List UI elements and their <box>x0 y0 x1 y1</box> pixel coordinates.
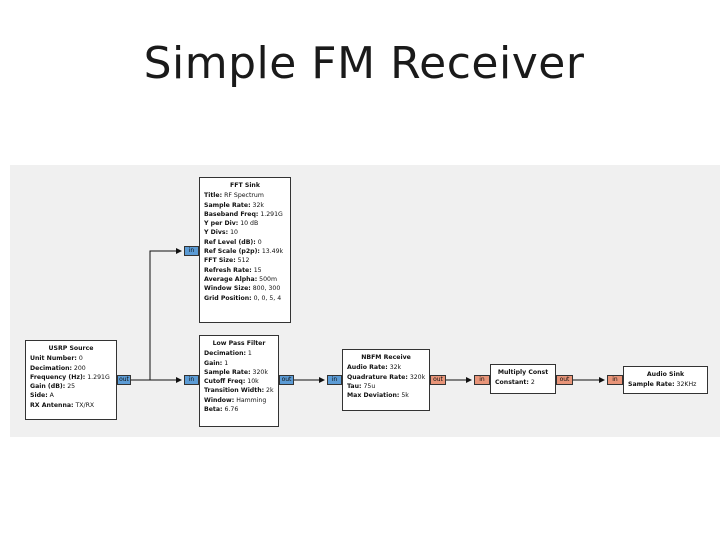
wire-usrp-fft <box>149 248 182 380</box>
param-row: Decimation: 200 <box>30 364 86 372</box>
audio-sink-block[interactable]: Audio Sink Sample Rate: 32KHz <box>623 366 708 394</box>
param-row: Sample Rate: 320k <box>204 368 268 376</box>
usrp-source-block[interactable]: USRP Source Unit Number: 0 Decimation: 2… <box>25 340 117 420</box>
param-row: Average Alpha: 500m <box>204 275 278 283</box>
param-row: Gain (dB): 25 <box>30 383 76 391</box>
param-row: Ref Level (dB): 0 <box>204 238 262 246</box>
param-row: Side: A <box>30 392 54 400</box>
block-title: Low Pass Filter <box>212 340 266 347</box>
multiply-const-block[interactable]: Multiply Const Constant: 2 <box>490 364 556 394</box>
fft-in-port[interactable]: in <box>184 246 199 256</box>
sink-in-port[interactable]: in <box>607 375 623 385</box>
low-pass-filter-block[interactable]: Low Pass Filter Decimation: 1 Gain: 1 Sa… <box>199 335 279 427</box>
fft-sink-block[interactable]: FFT Sink Title: RF Spectrum Sample Rate:… <box>199 177 291 323</box>
slide-title: Simple FM Receiver <box>143 38 585 89</box>
param-row: Refresh Rate: 15 <box>204 266 262 274</box>
block-title: Audio Sink <box>646 371 685 378</box>
param-row: Unit Number: 0 <box>30 355 83 363</box>
param-row: Ref Scale (p2p): 13.49k <box>204 248 284 256</box>
param-row: Audio Rate: 32k <box>347 364 402 372</box>
nbfm-out-port[interactable]: out <box>430 375 446 385</box>
param-row: Beta: 6.76 <box>204 406 239 414</box>
block-title: NBFM Receive <box>361 354 411 361</box>
param-row: FFT Size: 512 <box>204 257 250 265</box>
block-title: Multiply Const <box>497 369 549 376</box>
nbfm-in-port[interactable]: in <box>327 375 342 385</box>
mult-out-port[interactable]: out <box>556 375 573 385</box>
param-row: Constant: 2 <box>495 379 535 387</box>
param-row: Transition Width: 2k <box>204 387 274 395</box>
lpf-out-port[interactable]: out <box>279 375 294 385</box>
lpf-in-port[interactable]: in <box>184 375 199 385</box>
param-row: Window Size: 800, 300 <box>204 285 281 293</box>
param-row: Decimation: 1 <box>204 350 252 358</box>
usrp-out-port[interactable]: out <box>117 375 131 385</box>
param-row: Sample Rate: 32k <box>204 201 264 209</box>
param-row: Tau: 75u <box>347 382 376 390</box>
block-title: USRP Source <box>48 345 94 352</box>
param-row: Max Deviation: 5k <box>347 392 409 400</box>
param-row: Window: Hamming <box>204 396 267 404</box>
block-title: FFT Sink <box>230 182 260 189</box>
nbfm-receive-block[interactable]: NBFM Receive Audio Rate: 32k Quadrature … <box>342 349 430 411</box>
param-row: Baseband Freq: 1.291G <box>204 210 283 218</box>
param-row: Quadrature Rate: 320k <box>347 373 426 381</box>
param-row: RX Antenna: TX/RX <box>30 401 95 409</box>
param-row: Sample Rate: 32KHz <box>628 381 697 389</box>
param-row: Gain: 1 <box>204 359 229 367</box>
param-row: Grid Position: 0, 0, 5, 4 <box>204 294 282 302</box>
mult-in-port[interactable]: in <box>474 375 490 385</box>
param-row: Frequency (Hz): 1.291G <box>30 373 110 381</box>
param-row: Y per Div: 10 dB <box>204 220 259 228</box>
param-row: Cutoff Freq: 10k <box>204 378 259 386</box>
param-row: Y Divs: 10 <box>204 229 238 237</box>
param-row: Title: RF Spectrum <box>204 192 264 200</box>
